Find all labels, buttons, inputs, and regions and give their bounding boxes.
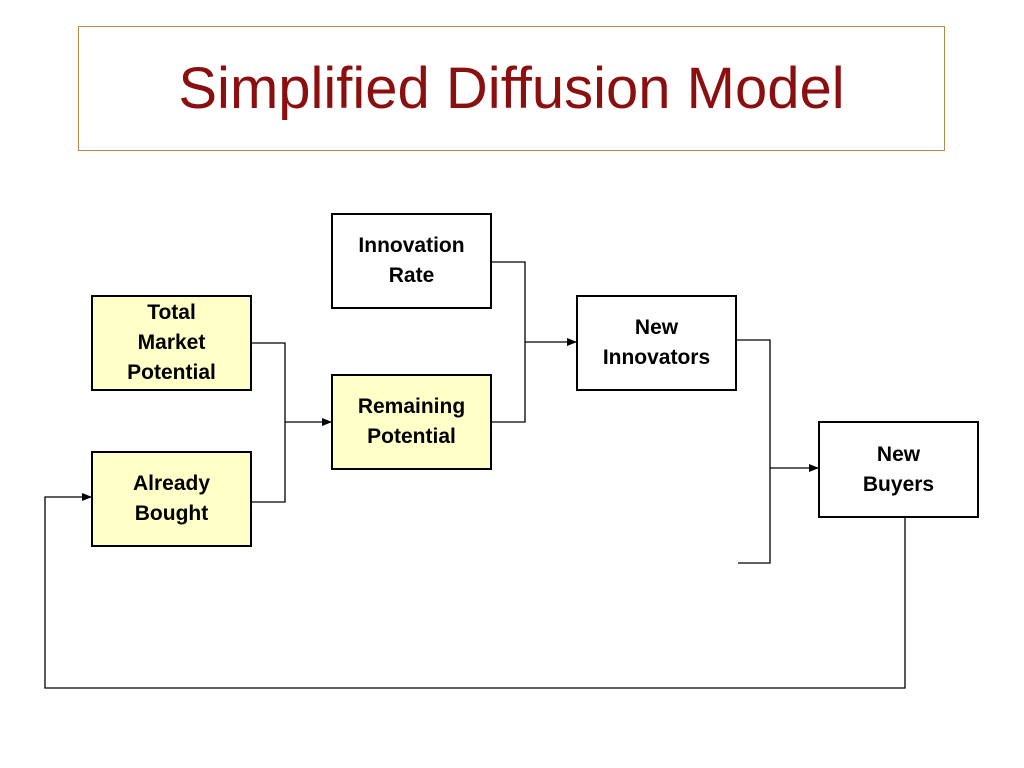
- new-innovators-line-1: New: [634, 316, 679, 339]
- already-bought-line-1: Already: [132, 472, 211, 495]
- new-innovators-box: New Innovators: [576, 295, 737, 391]
- feedback-loop-line: [44, 493, 906, 689]
- remaining-potential-line-2: Potential: [367, 425, 456, 448]
- slide-title: Simplified Diffusion Model: [178, 56, 845, 121]
- total-market-potential-line-1: Total: [147, 301, 196, 324]
- connector-lower-input-to-merge: [738, 468, 771, 564]
- total-market-potential-box: Total Market Potential: [91, 295, 252, 391]
- new-buyers-box: New Buyers: [818, 421, 979, 518]
- already-bought-box: Already Bought: [91, 451, 252, 547]
- new-innovators-line-2: Innovators: [602, 346, 711, 369]
- innovation-rate-box: Innovation Rate: [331, 213, 492, 309]
- connector-remaining-to-merge: [492, 342, 526, 423]
- remaining-potential-box: Remaining Potential: [331, 374, 492, 470]
- connector-innovators-to-merge: [736, 339, 771, 468]
- connector-rate-to-merge: [492, 261, 526, 342]
- connector-bought-to-merge: [252, 422, 286, 503]
- innovation-rate-line-1: Innovation: [358, 234, 465, 257]
- remaining-potential-line-1: Remaining: [357, 395, 466, 418]
- connector-total-to-merge: [252, 342, 286, 422]
- new-buyers-line-1: New: [876, 442, 921, 466]
- already-bought-line-2: Bought: [134, 502, 209, 525]
- title-box: Simplified Diffusion Model: [78, 26, 945, 151]
- total-market-potential-line-2: Market: [137, 331, 206, 354]
- innovation-rate-line-2: Rate: [388, 264, 435, 287]
- total-market-potential-line-3: Potential: [127, 361, 216, 384]
- new-buyers-line-2: Buyers: [862, 472, 935, 496]
